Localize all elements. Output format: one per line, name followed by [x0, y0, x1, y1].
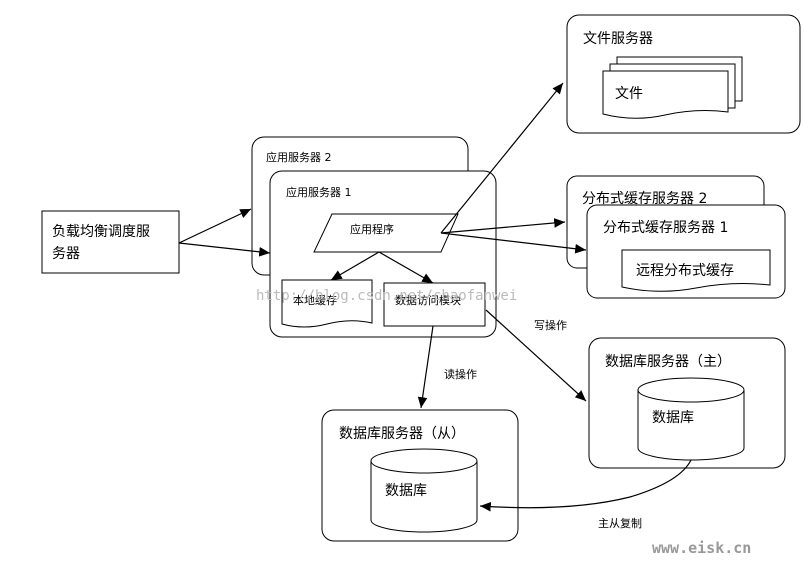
site-mark: www.eisk.cn	[652, 539, 751, 557]
local-cache-shape	[281, 279, 373, 328]
db-slave-cylinder-body	[370, 461, 478, 533]
db-slave-cylinder-top	[370, 448, 478, 474]
data-access-box	[383, 282, 486, 327]
file-server-box: 文件服务器 文件	[566, 14, 801, 134]
app-server-2-label: 应用服务器 2	[266, 150, 332, 164]
db-master-db-label: 数据库	[652, 410, 694, 426]
cache-server-1-box: 分布式缓存服务器 1 远程分布式缓存	[586, 204, 786, 299]
app-program-label: 应用程序	[350, 222, 394, 236]
arrow-app-to-local-cache	[330, 251, 380, 281]
arrow-lb-to-app2	[178, 208, 252, 244]
file-document-shape	[602, 70, 729, 119]
db-slave-box: 数据库服务器（从） 数据库	[321, 409, 519, 542]
local-cache-label: 本地缓存	[293, 293, 337, 307]
db-slave-label: 数据库服务器（从）	[339, 426, 465, 442]
file-server-label: 文件服务器	[583, 31, 653, 47]
write-op-label: 写操作	[534, 318, 567, 332]
app-program-shape	[313, 213, 459, 253]
db-slave-db-label: 数据库	[385, 483, 427, 499]
db-master-box: 数据库服务器（主） 数据库	[588, 337, 786, 469]
load-balancer-box: 负载均衡调度服 务器	[41, 210, 180, 274]
replication-label: 主从复制	[598, 516, 642, 530]
watermark-text: http://blog.csdn.net/chaofanwei	[256, 288, 517, 304]
arrow-read-from-db-slave	[417, 325, 434, 409]
db-master-cylinder-top	[637, 377, 745, 403]
arrow-replication	[479, 459, 692, 512]
app-server-1-label: 应用服务器 1	[286, 185, 352, 199]
arrow-app-to-data-access	[378, 251, 434, 284]
files-label: 文件	[615, 86, 643, 102]
arrow-app-to-cache-1	[440, 232, 587, 254]
arrow-app-to-file-server	[440, 82, 564, 234]
load-balancer-label-line2: 务器	[52, 246, 80, 262]
arrow-app-to-cache-2	[440, 218, 566, 234]
db-master-label: 数据库服务器（主）	[605, 354, 731, 370]
cache-server-1-label: 分布式缓存服务器 1	[603, 220, 728, 236]
arrow-lb-to-app1	[178, 242, 271, 257]
remote-cache-label: 远程分布式缓存	[636, 263, 734, 279]
data-access-label: 数据访问模块	[395, 293, 461, 307]
cache-server-2-label: 分布式缓存服务器 2	[582, 191, 707, 207]
load-balancer-label-line1: 负载均衡调度服	[52, 224, 150, 240]
arrow-write-to-db-master	[485, 309, 587, 402]
remote-cache-shape	[621, 249, 771, 292]
read-op-label: 读操作	[444, 367, 477, 381]
